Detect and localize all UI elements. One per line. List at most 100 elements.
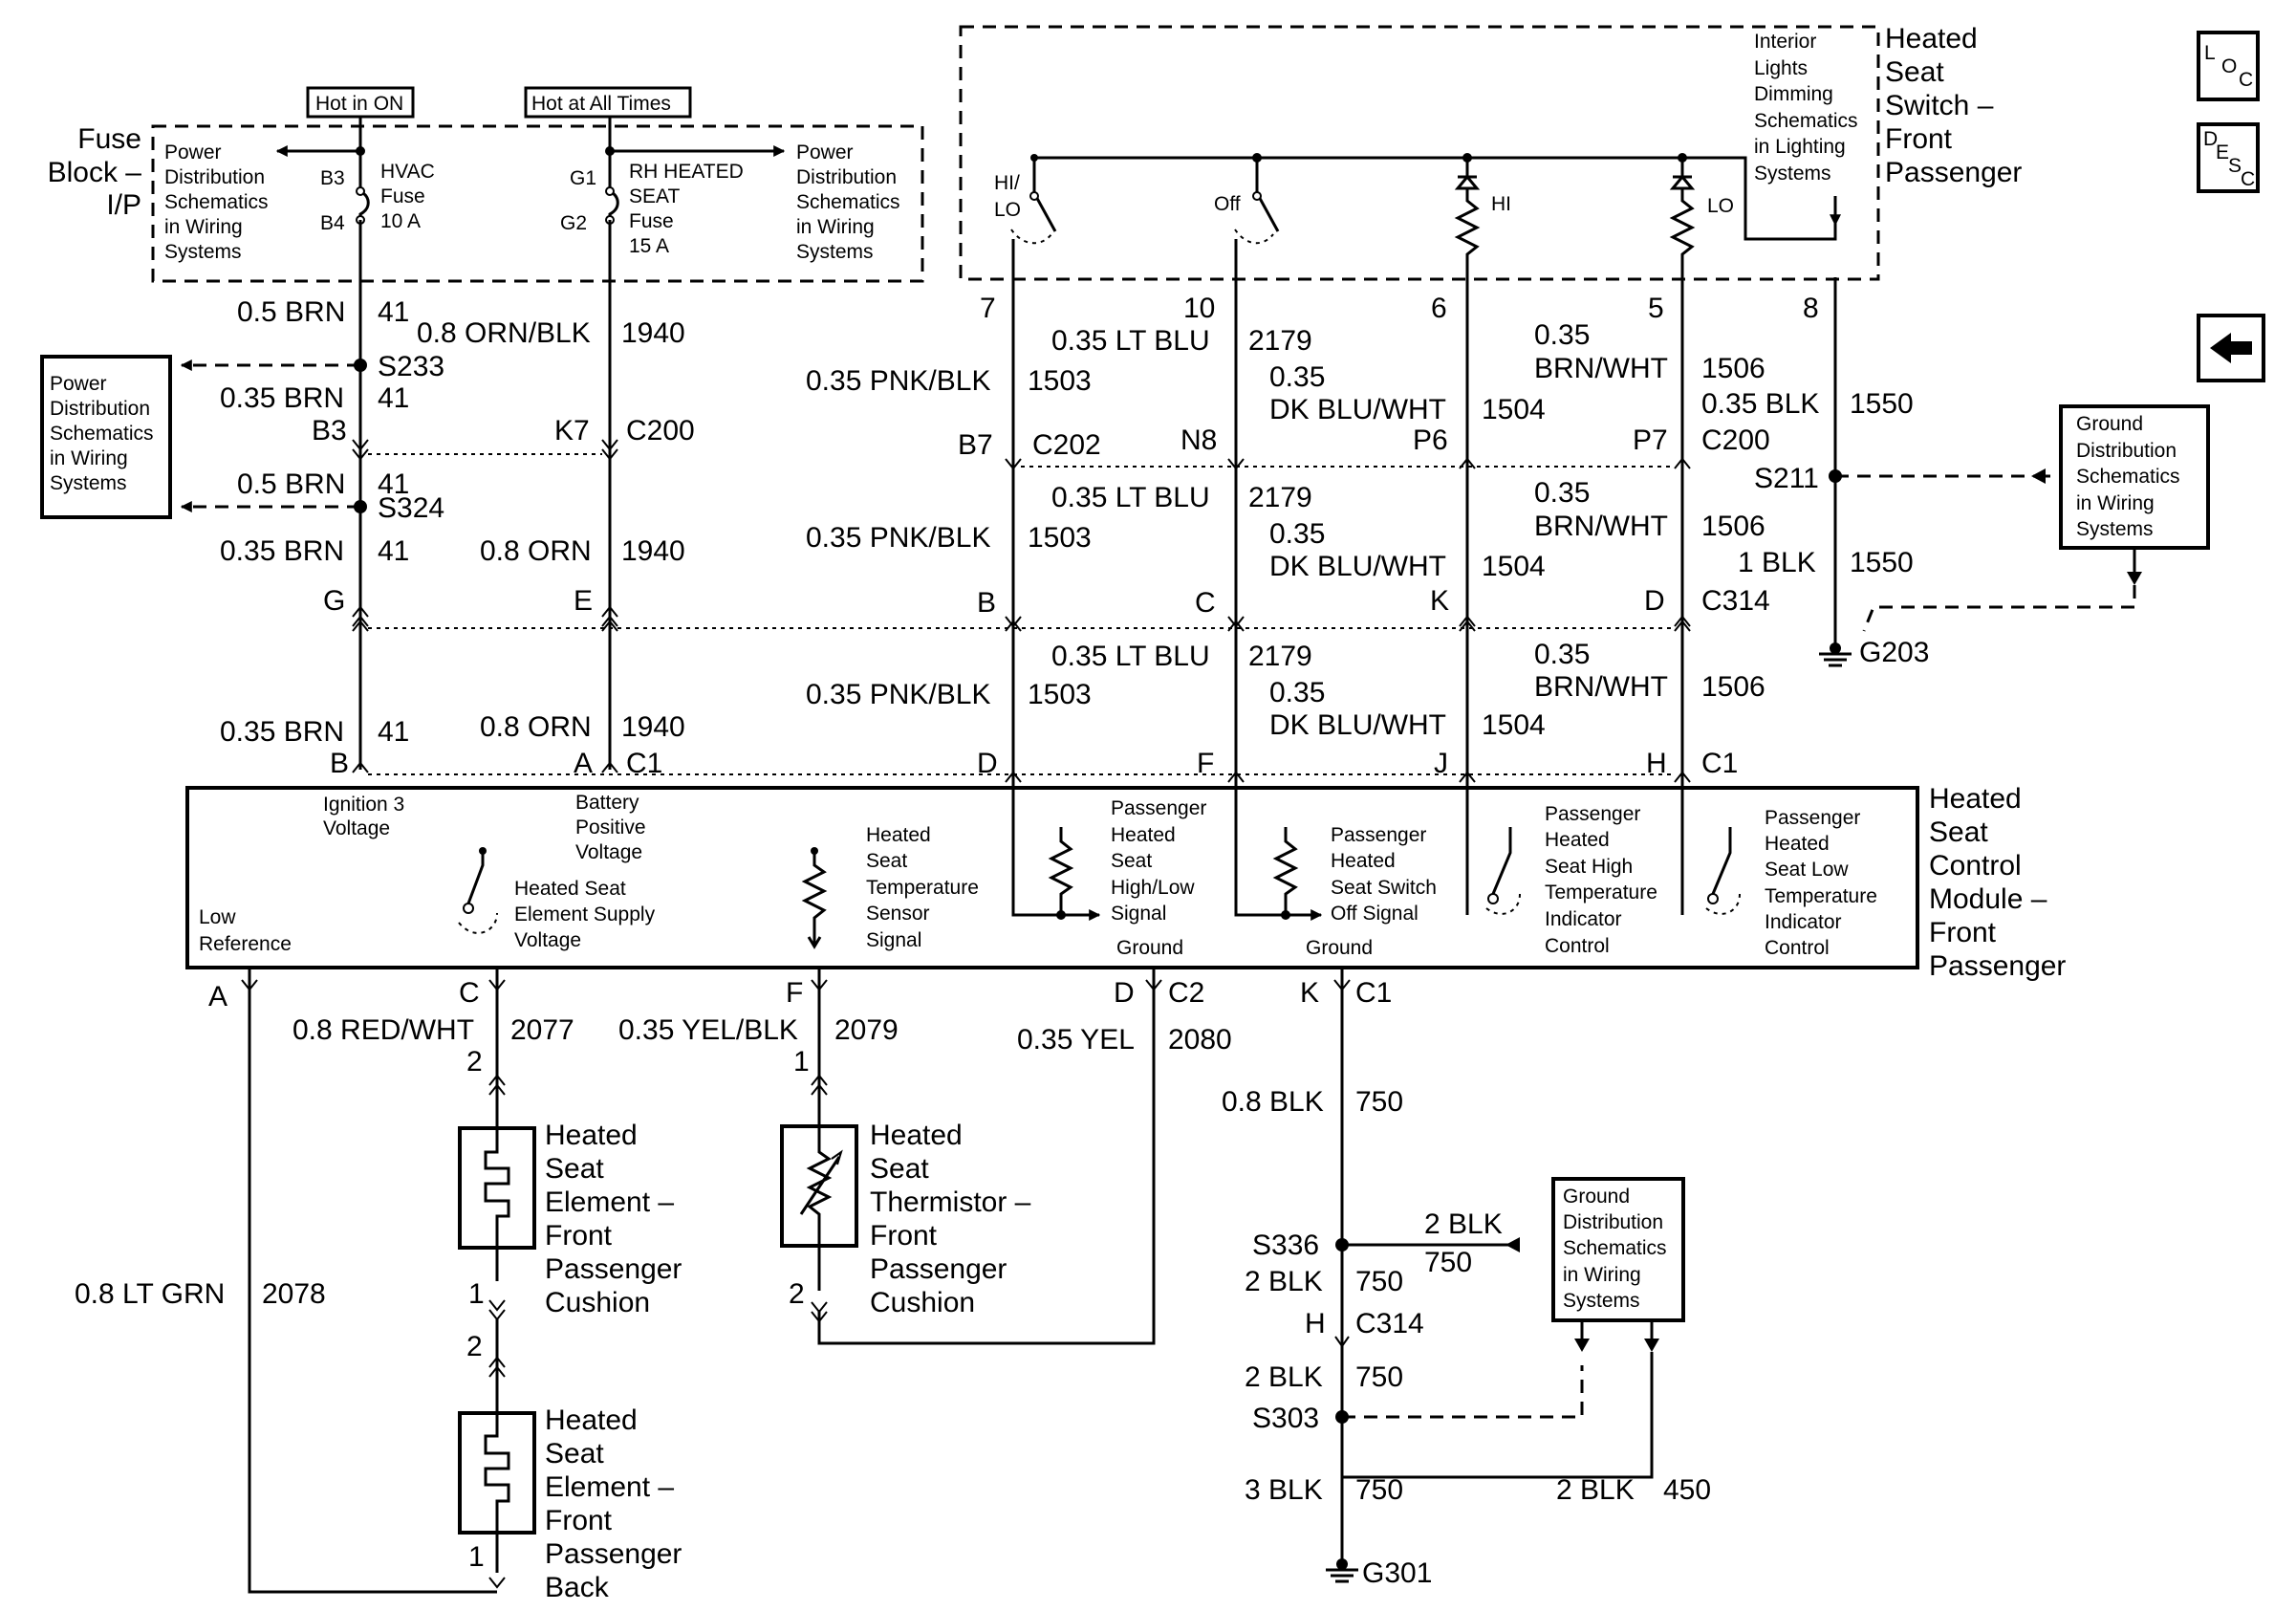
svg-text:Block –: Block –: [48, 157, 142, 188]
module-title: Heated Seat Control Module – Front Passe…: [1929, 783, 2066, 982]
svg-text:C1: C1: [626, 748, 662, 779]
svg-text:in Wiring: in Wiring: [2076, 492, 2155, 514]
svg-text:Lights: Lights: [1754, 57, 1808, 79]
svg-text:1: 1: [468, 1278, 485, 1310]
svg-text:2 BLK: 2 BLK: [1245, 1266, 1323, 1297]
svg-text:0.8 LT GRN: 0.8 LT GRN: [75, 1278, 225, 1310]
svg-text:C2: C2: [1168, 977, 1204, 1009]
svg-text:Seat: Seat: [870, 1153, 929, 1185]
svg-text:L: L: [2204, 42, 2216, 64]
svg-text:B: B: [330, 748, 349, 779]
svg-text:P6: P6: [1413, 425, 1448, 456]
svg-text:0.5 BRN: 0.5 BRN: [237, 296, 345, 328]
svg-text:Back: Back: [545, 1572, 610, 1603]
svg-text:F: F: [786, 977, 803, 1009]
svg-text:DK BLU/WHT: DK BLU/WHT: [1269, 709, 1446, 741]
svg-text:41: 41: [378, 296, 409, 328]
svg-text:S336: S336: [1252, 1230, 1319, 1261]
svg-text:Heated: Heated: [545, 1404, 638, 1436]
svg-text:0.35: 0.35: [1534, 477, 1590, 509]
svg-text:C1: C1: [1355, 977, 1392, 1009]
svg-text:1504: 1504: [1482, 551, 1546, 582]
svg-text:in Lighting: in Lighting: [1754, 136, 1846, 158]
module-labels: Ignition 3 Voltage Battery Positive Volt…: [199, 792, 1877, 959]
svg-text:Ground: Ground: [1563, 1186, 1630, 1208]
svg-text:Off Signal: Off Signal: [1331, 903, 1419, 925]
svg-text:Element Supply: Element Supply: [514, 903, 656, 925]
svg-text:2179: 2179: [1248, 641, 1312, 672]
svg-text:Fuse: Fuse: [629, 210, 674, 232]
wire-labels-center: 0.35 PNK/BLK 1503 0.35 LT BLU 2179 0.35 …: [806, 319, 1914, 779]
svg-text:Seat: Seat: [1929, 816, 1988, 848]
svg-text:Heated: Heated: [1929, 783, 2022, 815]
svg-text:HVAC: HVAC: [380, 161, 435, 183]
svg-text:2179: 2179: [1248, 325, 1312, 357]
svg-text:Control: Control: [1545, 935, 1610, 957]
svg-text:Hot at All Times: Hot at All Times: [531, 93, 671, 115]
svg-text:K: K: [1300, 977, 1319, 1009]
svg-text:C: C: [2241, 168, 2255, 190]
svg-text:2077: 2077: [510, 1014, 574, 1046]
svg-text:0.35 BRN: 0.35 BRN: [220, 716, 344, 748]
svg-text:Seat Low: Seat Low: [1765, 859, 1849, 881]
svg-text:DK BLU/WHT: DK BLU/WHT: [1269, 394, 1446, 425]
svg-text:Heated: Heated: [1331, 850, 1396, 872]
svg-text:Dimming: Dimming: [1754, 83, 1833, 105]
svg-text:H: H: [1646, 748, 1667, 779]
svg-text:E: E: [574, 585, 593, 617]
svg-text:Heated: Heated: [1111, 824, 1176, 846]
svg-text:Switch –: Switch –: [1885, 90, 1994, 121]
svg-text:0.35 BRN: 0.35 BRN: [220, 382, 344, 414]
svg-text:Passenger: Passenger: [1331, 824, 1426, 846]
svg-text:Passenger: Passenger: [1545, 803, 1640, 825]
svg-text:Indicator: Indicator: [1765, 911, 1842, 933]
svg-text:Seat: Seat: [1111, 850, 1152, 872]
svg-text:Reference: Reference: [199, 933, 292, 955]
svg-text:0.35 PNK/BLK: 0.35 PNK/BLK: [806, 365, 990, 397]
svg-text:BRN/WHT: BRN/WHT: [1534, 671, 1668, 703]
svg-text:B7: B7: [958, 429, 993, 461]
svg-text:0.35: 0.35: [1269, 677, 1325, 708]
svg-text:Temperature: Temperature: [1545, 882, 1657, 903]
svg-text:1506: 1506: [1701, 353, 1765, 384]
svg-text:2 BLK: 2 BLK: [1556, 1474, 1635, 1506]
svg-text:Passenger: Passenger: [545, 1253, 682, 1285]
svg-text:2 BLK: 2 BLK: [1245, 1361, 1323, 1393]
svg-text:N8: N8: [1180, 425, 1217, 456]
svg-text:7: 7: [980, 293, 996, 324]
svg-text:0.35 PNK/BLK: 0.35 PNK/BLK: [806, 679, 990, 710]
svg-text:0.8 BLK: 0.8 BLK: [1222, 1086, 1324, 1118]
svg-text:2 BLK: 2 BLK: [1424, 1208, 1503, 1240]
svg-text:G: G: [323, 585, 345, 617]
svg-text:0.35: 0.35: [1269, 518, 1325, 550]
svg-text:0.35 LT BLU: 0.35 LT BLU: [1051, 482, 1210, 513]
svg-text:0.5 BRN: 0.5 BRN: [237, 468, 345, 500]
svg-text:Systems: Systems: [50, 472, 127, 494]
svg-text:C: C: [2239, 69, 2253, 91]
svg-text:S303: S303: [1252, 1403, 1319, 1434]
svg-text:Low: Low: [199, 906, 236, 928]
heated-seat-element-cushion: 2 1 Heated Seat Element – Front Passenge…: [458, 1046, 682, 1321]
svg-text:Signal: Signal: [1111, 903, 1166, 925]
svg-text:Module –: Module –: [1929, 883, 2047, 915]
svg-text:0.35 LT BLU: 0.35 LT BLU: [1051, 641, 1210, 672]
loc-icon[interactable]: L O C: [2197, 31, 2260, 101]
svg-text:Front: Front: [545, 1505, 613, 1536]
svg-text:0.8 ORN: 0.8 ORN: [480, 535, 592, 567]
svg-text:1504: 1504: [1482, 709, 1546, 741]
back-arrow-icon[interactable]: [2197, 314, 2265, 382]
svg-text:1504: 1504: [1482, 394, 1546, 425]
hot-in-on-label: Hot in ON: [306, 86, 415, 119]
svg-text:Systems: Systems: [1754, 163, 1831, 185]
svg-text:10 A: 10 A: [380, 210, 421, 232]
svg-text:High/Low: High/Low: [1111, 877, 1195, 899]
fuse-block-title: Fuse Block – I/P: [48, 123, 142, 221]
desc-icon[interactable]: D E S C: [2197, 122, 2260, 193]
svg-text:O: O: [2221, 55, 2237, 77]
svg-text:Positive: Positive: [575, 816, 646, 838]
svg-text:1506: 1506: [1701, 671, 1765, 703]
svg-text:Control: Control: [1765, 937, 1830, 959]
svg-text:C314: C314: [1701, 585, 1770, 617]
svg-text:0.35 BLK: 0.35 BLK: [1701, 388, 1819, 420]
hvac-fuse: B3 B4 HVAC Fuse 10 A: [320, 146, 435, 234]
